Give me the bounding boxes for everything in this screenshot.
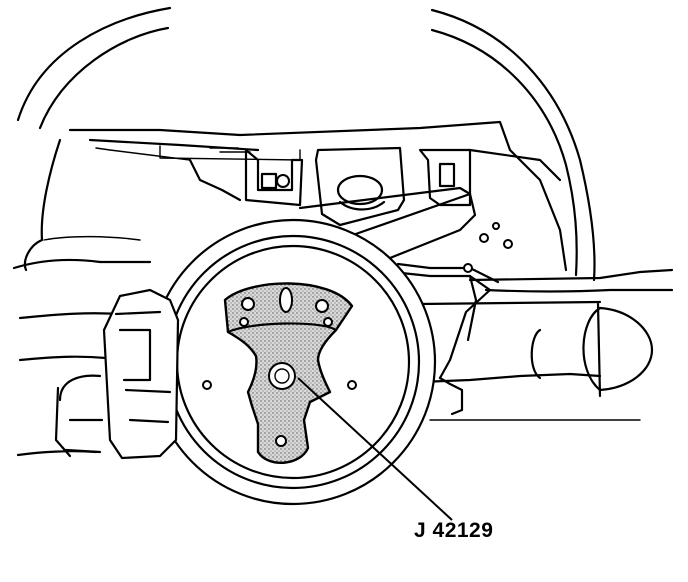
chassis-structure: [12, 120, 568, 457]
suspension-bracket: [244, 146, 477, 260]
callout-leader-line: [297, 377, 453, 521]
wheel-well-arcs: [16, 6, 596, 282]
callout-label: J 42129: [414, 519, 494, 542]
brake-caliper: [54, 288, 180, 460]
frame-rail: [418, 148, 674, 421]
rotor-bolt-holes: [202, 380, 357, 390]
brake-line: [390, 262, 500, 416]
special-tool: [223, 282, 354, 465]
